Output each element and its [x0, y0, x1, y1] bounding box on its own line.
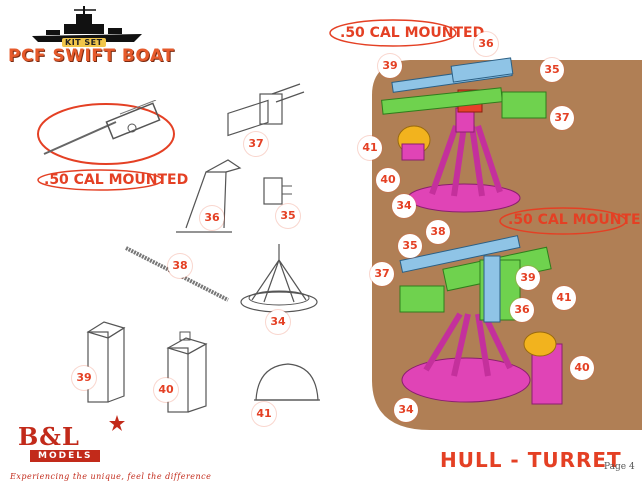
part-label-38-mid: 38: [426, 220, 450, 244]
callout-left-ellipse: [36, 168, 164, 192]
part-label-37-top: 37: [550, 106, 574, 130]
part-label-40-lineart: 40: [154, 378, 178, 402]
part-label-34-top: 34: [392, 194, 416, 218]
part-label-34-lineart: 34: [266, 310, 290, 334]
star-icon: [108, 414, 126, 432]
page-number: Page 4: [604, 462, 635, 472]
part-label-40-mid: 40: [570, 356, 594, 380]
box-39-drawing: [80, 318, 130, 408]
company-logo-text: B&L: [18, 422, 80, 451]
company-tagline: Experiencing the unique, feel the differ…: [10, 472, 211, 481]
part-label-36-lineart: 36: [200, 206, 224, 230]
part-label-39-mid: 39: [516, 266, 540, 290]
section-title: HULL - TURRET: [440, 448, 622, 472]
part-label-34-mid: 34: [394, 398, 418, 422]
part-label-38-lineart: 38: [168, 254, 192, 278]
part-label-41-mid: 41: [552, 286, 576, 310]
part-label-35-mid: 35: [398, 234, 422, 258]
part-label-36-mid: 36: [510, 298, 534, 322]
part-label-39-top: 39: [378, 54, 402, 78]
part-label-36-top: 36: [474, 32, 498, 56]
pedestal-drawing: [234, 240, 324, 320]
battery-40-drawing: [162, 330, 212, 420]
part-label-41-lineart: 41: [252, 402, 276, 426]
part-label-35-lineart: 35: [276, 204, 300, 228]
brand-title: PCF SWIFT BOAT: [8, 46, 174, 66]
gun-50cal-drawing: [36, 100, 176, 170]
part-label-39-lineart: 39: [72, 366, 96, 390]
part-label-37-mid: 37: [370, 262, 394, 286]
company-logo-sub: MODELS: [30, 450, 100, 462]
part-label-41-top: 41: [358, 136, 382, 160]
part-label-35-top: 35: [540, 58, 564, 82]
part-label-40-top: 40: [376, 168, 400, 192]
part-label-37-lineart: 37: [244, 132, 268, 156]
callout-top-right-ellipse: [328, 18, 458, 48]
